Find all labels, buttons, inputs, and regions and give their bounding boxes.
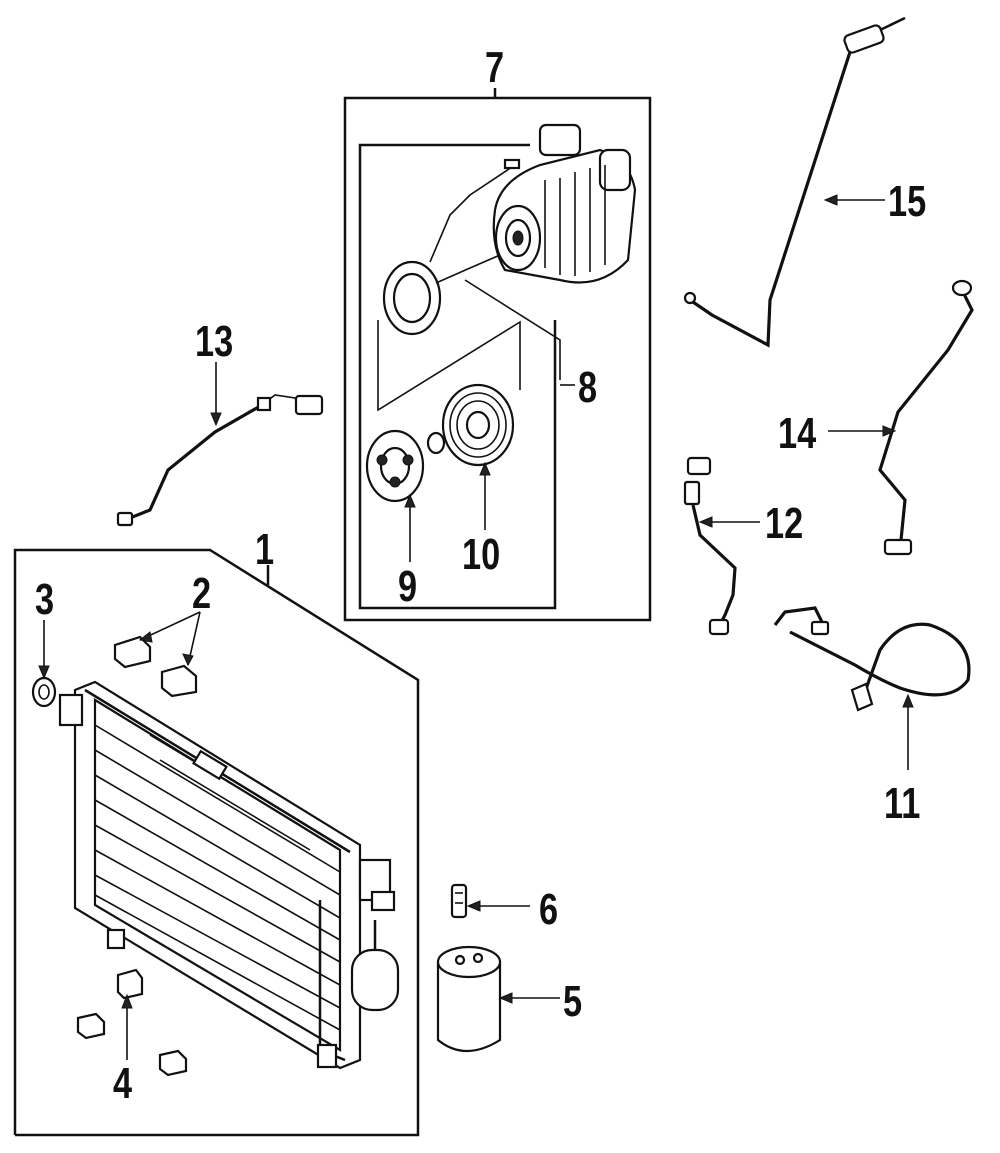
mount-bracket (76, 968, 188, 1077)
compressor (429, 123, 637, 284)
callout-15: 15 (888, 177, 927, 226)
clutch-hub (365, 429, 425, 562)
discharge-line (683, 16, 906, 348)
suction-line (773, 606, 971, 770)
clutch-coil (377, 254, 575, 412)
callout-2: 2 (192, 569, 212, 618)
callout-8: 8 (578, 363, 598, 412)
clutch-pulley (441, 383, 515, 530)
callout-3: 3 (35, 575, 55, 624)
nut (31, 620, 57, 708)
liquid-line (828, 279, 974, 556)
callout-11: 11 (884, 779, 921, 828)
grommet-pair (113, 611, 201, 698)
condenser-group-frame (13, 548, 420, 1137)
callout-9: 9 (398, 562, 418, 611)
suction-hose-with-sensor (116, 362, 324, 527)
callout-7: 7 (485, 43, 505, 92)
compressor-group-frame (343, 88, 652, 622)
callout-13: 13 (195, 317, 234, 366)
callout-5: 5 (563, 977, 583, 1026)
condenser (58, 680, 400, 1070)
callout-4: 4 (113, 1059, 133, 1108)
callout-1: 1 (255, 525, 275, 574)
pressure-switch (450, 883, 530, 919)
snap-ring (426, 431, 446, 455)
callout-10: 10 (462, 530, 501, 579)
callout-6: 6 (539, 885, 559, 934)
hose-assembly (683, 456, 760, 636)
receiver-drier (436, 945, 560, 1052)
callout-14: 14 (778, 409, 817, 458)
callout-12: 12 (765, 499, 804, 548)
